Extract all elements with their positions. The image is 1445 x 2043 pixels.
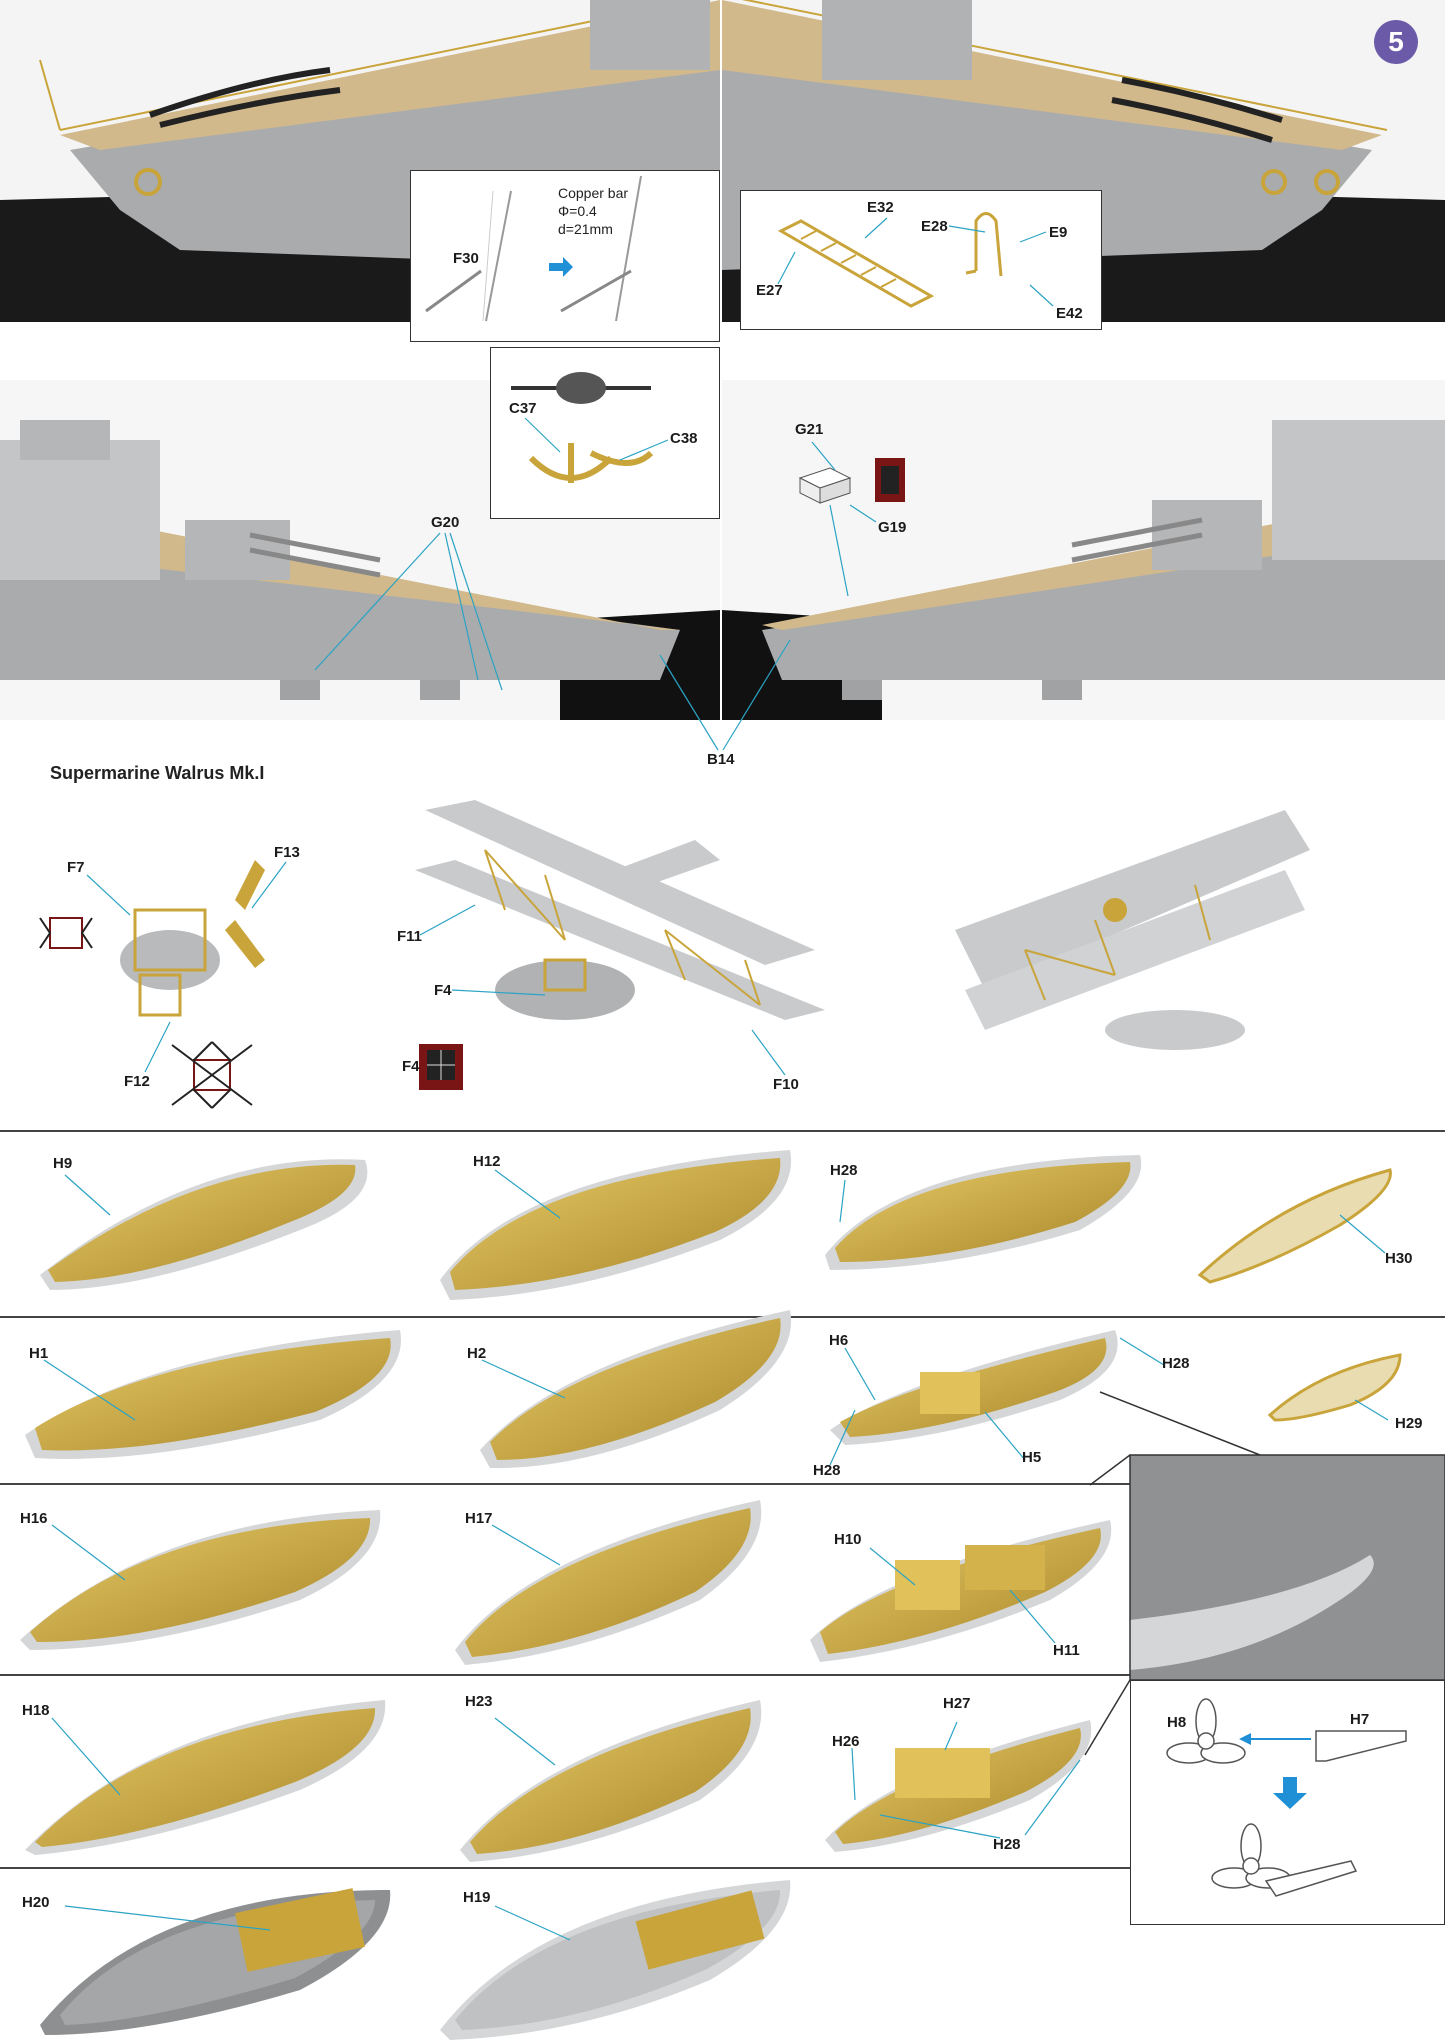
walrus-assembly-photo [365, 780, 895, 1110]
divider-5 [0, 1867, 1130, 1869]
label-H30: H30 [1385, 1250, 1413, 1267]
label-H27: H27 [943, 1695, 971, 1712]
walrus-engine-photo [100, 840, 280, 1020]
label-C38: C38 [670, 430, 698, 447]
divider-2 [0, 1316, 1445, 1318]
label-H9: H9 [53, 1155, 73, 1172]
label-H6: H6 [829, 1332, 849, 1349]
aircraft-title: Supermarine Walrus Mk.I [50, 763, 265, 783]
label-H7: H7 [1350, 1711, 1370, 1728]
label-F12: F12 [124, 1073, 150, 1090]
label-H28-row2-left: H28 [813, 1462, 841, 1479]
label-H12: H12 [473, 1153, 501, 1170]
label-F10: F10 [773, 1076, 799, 1093]
label-E28: E28 [921, 218, 948, 235]
label-C37: C37 [509, 400, 537, 417]
f7-flat-part [39, 917, 93, 949]
label-H2: H2 [467, 1345, 487, 1362]
label-H28-row4: H28 [993, 1836, 1021, 1853]
label-H19: H19 [463, 1889, 491, 1906]
label-H23: H23 [465, 1693, 493, 1710]
ladder-inset [740, 190, 1102, 330]
f4-flat-part [419, 1044, 463, 1090]
label-H20: H20 [22, 1894, 50, 1911]
label-H28-row2-right: H28 [1162, 1355, 1190, 1372]
ship-bow-photo-right [722, 380, 1445, 720]
label-F7: F7 [67, 859, 85, 876]
g21-part-drawing [798, 458, 905, 504]
label-F4-flat: F4 [402, 1058, 420, 1075]
label-G19: G19 [878, 519, 907, 536]
label-E32: E32 [867, 199, 894, 216]
divider-4 [0, 1674, 1130, 1676]
label-H11: H11 [1053, 1642, 1080, 1659]
label-F4: F4 [434, 982, 452, 999]
divider-1 [0, 1130, 1445, 1132]
label-H16: H16 [20, 1510, 48, 1527]
label-F11: F11 [397, 928, 423, 945]
copper-bar-spec: Copper bar Φ=0.4 d=21mm [558, 184, 628, 238]
walrus-rear-photo [945, 810, 1315, 1070]
step-number-badge: 5 [1374, 20, 1418, 64]
f12-flat-part [171, 1041, 253, 1109]
label-B14: B14 [707, 751, 735, 768]
label-E9: E9 [1049, 224, 1068, 241]
label-H28-row1: H28 [830, 1162, 858, 1179]
label-H1: H1 [29, 1345, 49, 1362]
label-H5: H5 [1022, 1449, 1042, 1466]
copper-bar-diameter: Φ=0.4 [558, 203, 597, 219]
copper-bar-inset [410, 170, 720, 342]
label-E42: E42 [1056, 305, 1083, 322]
copper-bar-length: d=21mm [558, 221, 613, 237]
label-H26: H26 [832, 1733, 860, 1750]
divider-3 [0, 1483, 1130, 1485]
propeller-detail-box [1130, 1680, 1445, 1925]
label-H8: H8 [1167, 1714, 1187, 1731]
label-F13: F13 [274, 844, 300, 861]
label-E27: E27 [756, 282, 783, 299]
label-H18: H18 [22, 1702, 50, 1719]
label-H10: H10 [834, 1531, 862, 1548]
label-F30: F30 [453, 250, 479, 267]
copper-bar-title: Copper bar [558, 185, 629, 201]
label-H17: H17 [465, 1510, 493, 1527]
label-H29: H29 [1395, 1415, 1423, 1432]
label-G21: G21 [795, 421, 824, 438]
label-G20: G20 [431, 514, 460, 531]
